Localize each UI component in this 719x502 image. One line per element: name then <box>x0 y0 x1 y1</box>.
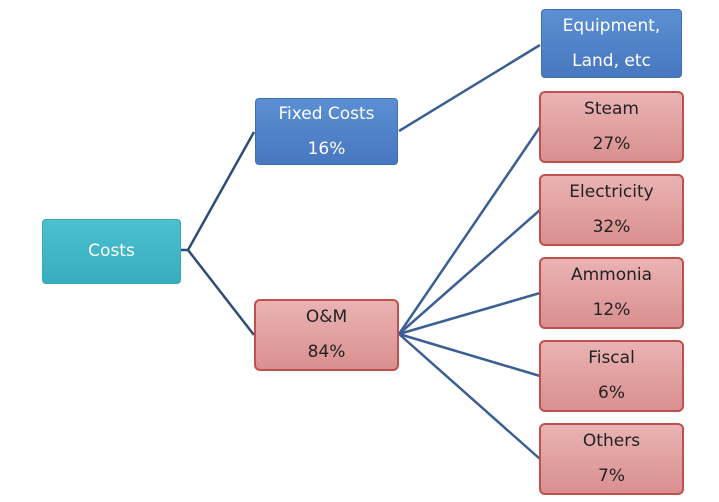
node-fixed-costs-label: Fixed Costs <box>278 103 375 124</box>
node-fixed-costs-value: 16% <box>307 138 346 159</box>
connector-om-steam <box>397 126 542 335</box>
node-costs-label: Costs <box>88 241 135 261</box>
node-fixed-costs: Fixed Costs 16% <box>255 98 398 165</box>
node-steam-value: 27% <box>592 134 631 154</box>
node-others-value: 7% <box>598 466 625 486</box>
node-electricity-label: Electricity <box>569 182 654 202</box>
node-steam: Steam 27% <box>539 91 684 163</box>
node-fiscal-label: Fiscal <box>588 348 635 368</box>
connector-fixed-equipment <box>398 43 541 133</box>
node-equipment: Equipment, Land, etc <box>541 9 682 78</box>
node-others-label: Others <box>582 431 641 451</box>
node-ammonia-label: Ammonia <box>570 265 653 285</box>
node-ammonia: Ammonia 12% <box>539 257 684 329</box>
connector-costs-om <box>187 249 255 336</box>
node-fiscal-value: 6% <box>598 383 625 403</box>
node-steam-label: Steam <box>584 99 639 119</box>
connector-om-electricity <box>398 209 541 335</box>
node-others: Others 7% <box>539 423 684 495</box>
connector-om-ammonia <box>398 291 541 336</box>
node-om-value: 84% <box>307 342 346 362</box>
node-om-label: O&M <box>305 307 348 327</box>
connector-om-fiscal <box>398 332 541 378</box>
node-equipment-label: Equipment, <box>562 15 661 36</box>
node-equipment-label-2: Land, etc <box>572 50 651 71</box>
node-om: O&M 84% <box>254 299 399 371</box>
node-fiscal: Fiscal 6% <box>539 340 684 412</box>
node-ammonia-value: 12% <box>592 300 631 320</box>
connector-costs-fixed <box>181 131 256 252</box>
node-costs: Costs <box>42 219 181 284</box>
node-electricity-value: 32% <box>592 217 631 237</box>
connector-om-others <box>398 333 541 460</box>
node-electricity: Electricity 32% <box>539 174 684 246</box>
